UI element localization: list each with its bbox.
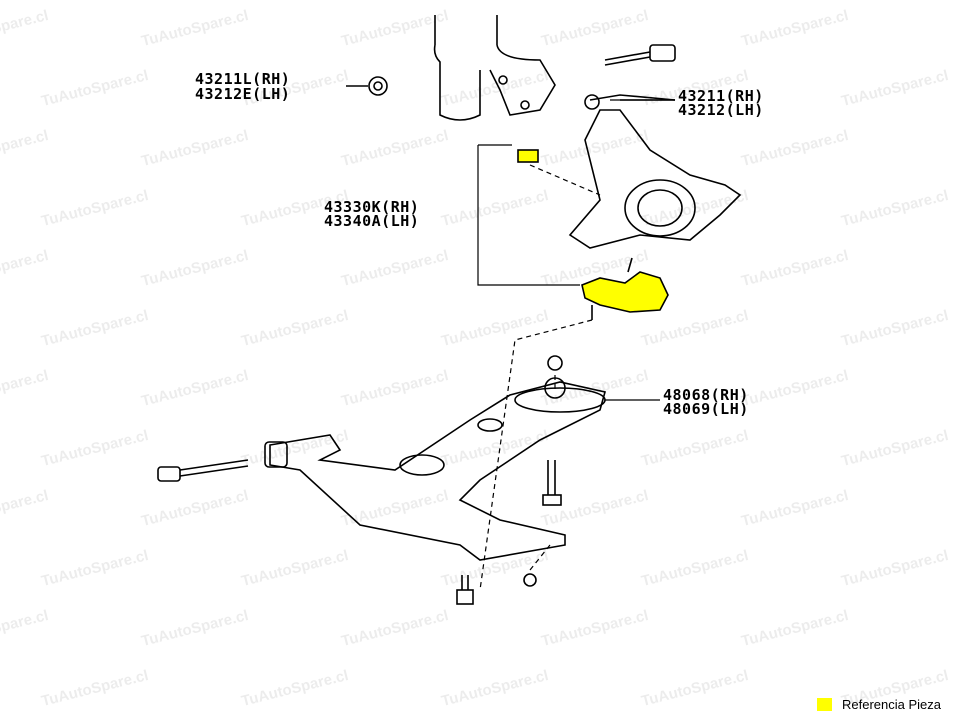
strut-drawing [433,15,556,121]
part-label-nut-lh[interactable]: 43212E(LH) [195,85,291,103]
legend-label: Referencia Pieza [842,697,941,712]
part-label-nut-rh[interactable]: 43211L(RH) [195,70,291,88]
knuckle-drawing [568,94,742,249]
ball-joint-clip [517,149,539,163]
ball-joint-drawing [581,257,669,320]
part-label-knuckle-lh[interactable]: 43212(LH) [678,101,764,119]
lower-arm-drawing [264,377,606,561]
part-label-lower-arm-lh[interactable]: 48069(LH) [663,400,749,418]
bolt-top-drawing [604,44,676,66]
part-label-knuckle-rh[interactable]: 43211(RH) [678,87,764,105]
part-label-ball-joint-rh[interactable]: 43330K(RH) [324,198,420,216]
part-label-lower-arm-rh[interactable]: 48068(RH) [663,386,749,404]
nut-drawing [368,76,388,96]
part-label-ball-joint-lh[interactable]: 43340A(LH) [324,212,420,230]
legend: Referencia Pieza [817,697,941,712]
bolt-lower-drawing [157,355,563,605]
legend-swatch [817,698,832,711]
